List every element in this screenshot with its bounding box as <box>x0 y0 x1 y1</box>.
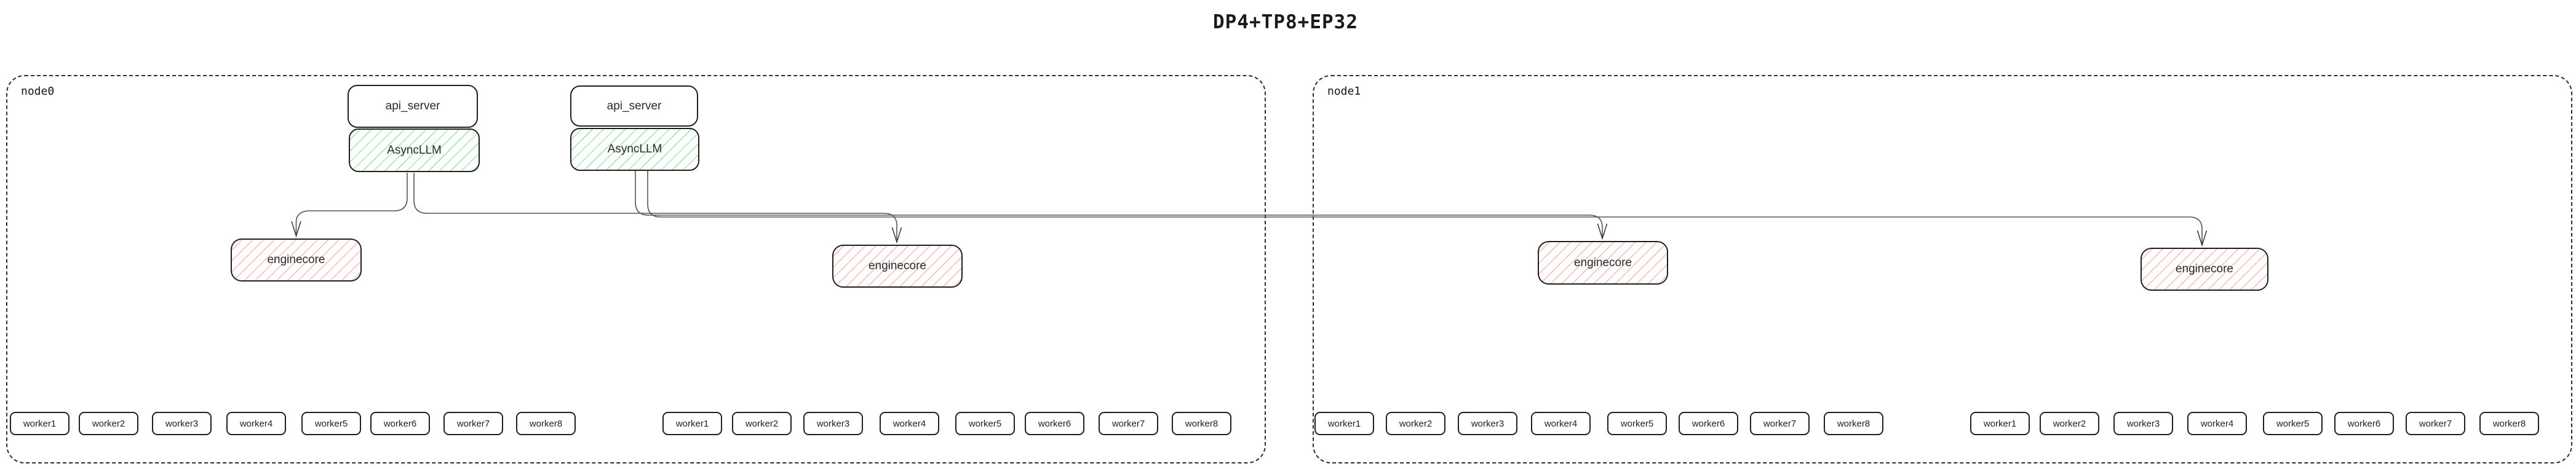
node1-container: node1 <box>1313 75 2572 463</box>
worker-box-node1-g1-4: worker4 <box>1531 412 1591 435</box>
api-server-box-1: api_server <box>348 85 478 128</box>
worker-box-node1-g1-2: worker2 <box>1386 412 1445 435</box>
worker-box-node0-g1-7: worker7 <box>443 412 503 435</box>
worker-box-node1-g1-6: worker6 <box>1679 412 1738 435</box>
node0-container: node0 <box>6 75 1266 463</box>
worker-box-node1-g2-5: worker5 <box>2263 412 2323 435</box>
asyncllm-box-2: AsyncLLM <box>570 128 699 171</box>
worker-box-node0-g2-5: worker5 <box>955 412 1015 435</box>
api-server-box-2: api_server <box>570 85 698 127</box>
worker-box-node0-g1-1: worker1 <box>10 412 70 435</box>
enginecore-box-node0-1: enginecore <box>231 238 362 282</box>
worker-box-node0-g1-5: worker5 <box>301 412 361 435</box>
node0-label: node0 <box>21 85 55 98</box>
worker-box-node1-g2-2: worker2 <box>2040 412 2099 435</box>
asyncllm-box-1: AsyncLLM <box>349 128 480 172</box>
worker-box-node1-g1-3: worker3 <box>1458 412 1517 435</box>
worker-box-node0-g2-6: worker6 <box>1025 412 1084 435</box>
worker-box-node0-g2-2: worker2 <box>732 412 792 435</box>
worker-box-node1-g1-8: worker8 <box>1824 412 1883 435</box>
worker-box-node0-g1-4: worker4 <box>226 412 286 435</box>
worker-box-node1-g2-7: worker7 <box>2406 412 2465 435</box>
worker-box-node1-g1-7: worker7 <box>1750 412 1810 435</box>
worker-box-node0-g1-6: worker6 <box>370 412 430 435</box>
worker-box-node0-g1-8: worker8 <box>516 412 576 435</box>
worker-box-node0-g2-8: worker8 <box>1172 412 1231 435</box>
worker-box-node1-g2-6: worker6 <box>2334 412 2394 435</box>
worker-box-node0-g1-3: worker3 <box>152 412 212 435</box>
worker-box-node1-g1-1: worker1 <box>1314 412 1374 435</box>
node1-label: node1 <box>1327 85 1361 98</box>
worker-box-node1-g2-8: worker8 <box>2479 412 2539 435</box>
worker-box-node1-g2-3: worker3 <box>2113 412 2173 435</box>
worker-box-node1-g1-5: worker5 <box>1607 412 1667 435</box>
worker-box-node0-g2-3: worker3 <box>803 412 863 435</box>
worker-box-node0-g2-1: worker1 <box>662 412 722 435</box>
worker-box-node1-g2-1: worker1 <box>1970 412 2030 435</box>
worker-box-node0-g2-7: worker7 <box>1099 412 1158 435</box>
worker-box-node0-g2-4: worker4 <box>880 412 939 435</box>
worker-box-node0-g1-2: worker2 <box>79 412 138 435</box>
enginecore-box-node1-1: enginecore <box>1538 241 1668 285</box>
worker-box-node1-g2-4: worker4 <box>2187 412 2247 435</box>
diagram-title: DP4+TP8+EP32 <box>1213 11 1358 33</box>
enginecore-box-node1-2: enginecore <box>2141 248 2268 291</box>
enginecore-box-node0-2: enginecore <box>832 245 963 288</box>
